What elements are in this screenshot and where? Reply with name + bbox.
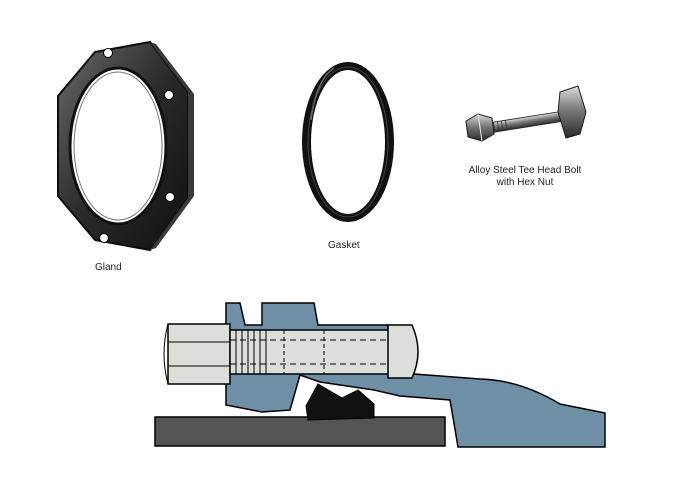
bolt-label-line2: with Hex Nut: [496, 177, 554, 188]
coupling-cross-section: [154, 302, 606, 448]
cross-section-hex-nut: [163, 323, 231, 385]
pipe-wall: [154, 416, 446, 447]
gland-label: Gland: [95, 262, 122, 273]
tee-head-bolt-image: [465, 85, 587, 142]
bolt-label-line1: Alloy Steel Tee Head Bolt: [468, 165, 582, 176]
gland-bolt-hole: [103, 48, 113, 58]
gland-bolt-hole: [164, 90, 174, 100]
gland-image: [57, 40, 194, 252]
gasket-image: [302, 62, 394, 222]
gland-bolt-hole: [165, 192, 175, 202]
gasket-label: Gasket: [328, 240, 360, 251]
cross-section-gasket: [305, 383, 375, 421]
cross-section-bolt: [229, 324, 419, 379]
gland-bolt-hole: [99, 233, 109, 243]
